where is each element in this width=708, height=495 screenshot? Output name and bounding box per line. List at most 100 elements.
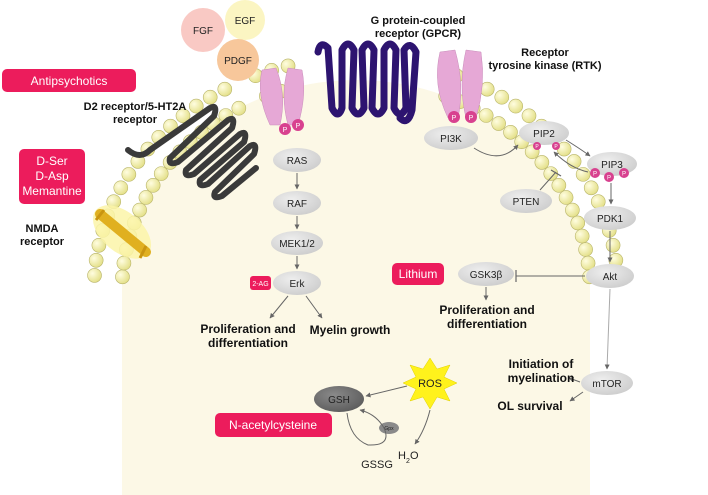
lipid-head bbox=[153, 166, 169, 181]
gpx-node: Gpx bbox=[379, 422, 399, 434]
svg-text:D-Asp: D-Asp bbox=[35, 169, 69, 183]
lipid-head bbox=[491, 116, 506, 131]
pdgf-ligand: PDGF bbox=[217, 39, 259, 81]
twoag-badge: 2-AG bbox=[250, 276, 271, 290]
svg-text:H: H bbox=[398, 450, 406, 462]
lipid-head bbox=[87, 268, 102, 283]
svg-text:PTEN: PTEN bbox=[513, 197, 540, 208]
raf-node: RAF bbox=[273, 191, 321, 215]
lipid-head bbox=[605, 237, 621, 253]
pdgf-label: PDGF bbox=[224, 56, 252, 67]
ol-survival-label: OL survival bbox=[497, 399, 562, 413]
lipid-head bbox=[113, 180, 129, 196]
svg-text:P: P bbox=[593, 172, 597, 178]
prolif-left-line2: differentiation bbox=[208, 336, 288, 350]
phospho-dot bbox=[279, 123, 291, 135]
lipid-head bbox=[558, 190, 574, 205]
mtor-node: mTOR bbox=[581, 371, 633, 395]
svg-text:PDK1: PDK1 bbox=[597, 214, 624, 225]
egf-label: EGF bbox=[235, 16, 256, 27]
rtk-label-line2: tyrosine kinase (RTK) bbox=[488, 60, 601, 72]
prolif-right-line2: differentiation bbox=[447, 317, 527, 331]
lipid-head bbox=[583, 180, 599, 196]
svg-text:P: P bbox=[283, 127, 288, 134]
lipid-head bbox=[175, 108, 191, 124]
svg-text:P: P bbox=[607, 176, 611, 182]
antipsychotics-badge: Antipsychotics bbox=[2, 69, 136, 92]
lipid-head bbox=[88, 252, 104, 268]
svg-text:GSK3β: GSK3β bbox=[470, 270, 503, 281]
lipid-head bbox=[91, 237, 107, 253]
gpcr-receptor bbox=[314, 40, 420, 125]
arrow-mtor-ol bbox=[569, 391, 584, 402]
lipid-head bbox=[534, 155, 550, 170]
phospho-dot bbox=[292, 119, 304, 131]
lithium-badge: Lithium bbox=[392, 263, 444, 285]
arrow-pip3-pip2 bbox=[553, 151, 589, 173]
lipid-head bbox=[217, 81, 233, 97]
lipid-head bbox=[202, 89, 218, 105]
egf-ligand: EGF bbox=[225, 0, 265, 40]
fgf-label: FGF bbox=[193, 26, 213, 37]
gsh-node: GSH bbox=[314, 386, 364, 412]
pi3k-node: PI3K bbox=[424, 126, 478, 150]
ras-node: RAS bbox=[273, 148, 321, 172]
lipid-head bbox=[115, 269, 130, 285]
nmda-drugs-badge: D-Ser D-Asp Memantine bbox=[19, 149, 85, 204]
lipid-head bbox=[565, 202, 580, 218]
gssg-label: GSSG bbox=[361, 459, 393, 471]
svg-text:PIP2: PIP2 bbox=[533, 129, 555, 140]
d2-label-line1: D2 receptor/5-HT2A bbox=[84, 101, 187, 113]
lipid-head bbox=[494, 89, 510, 105]
svg-text:P: P bbox=[622, 172, 626, 178]
prolif-right-line1: Proliferation and bbox=[439, 303, 534, 317]
arrow-erk-prolif bbox=[269, 295, 289, 319]
erk-node: Erk bbox=[273, 271, 321, 295]
lipid-head bbox=[145, 178, 161, 193]
svg-text:P: P bbox=[535, 144, 539, 150]
svg-text:2-AG: 2-AG bbox=[252, 281, 268, 288]
svg-text:Akt: Akt bbox=[603, 272, 618, 283]
pip2-phospho: P P bbox=[533, 142, 560, 150]
arrow-pi3k-pip2 bbox=[473, 144, 519, 157]
lipid-head bbox=[508, 98, 524, 114]
lipid-head bbox=[231, 100, 247, 116]
gpcr-label-line2: receptor (GPCR) bbox=[375, 28, 462, 40]
lipid-head bbox=[478, 108, 494, 123]
lipid-head bbox=[566, 154, 582, 169]
inhibit-pten-bar bbox=[550, 169, 562, 177]
svg-text:PIP3: PIP3 bbox=[601, 160, 623, 171]
svg-text:P: P bbox=[469, 115, 474, 122]
arrow-ros-gsh bbox=[365, 385, 408, 398]
inhibit-pten bbox=[539, 171, 557, 191]
svg-text:Antipsychotics: Antipsychotics bbox=[31, 74, 108, 88]
arrow-akt-mtor bbox=[604, 288, 611, 370]
svg-text:RAS: RAS bbox=[287, 156, 308, 167]
init-myelination-line2: myelination bbox=[508, 371, 575, 385]
pip3-phospho: P P P bbox=[590, 168, 629, 182]
d2-label-line2: receptor bbox=[113, 114, 158, 126]
nmda-label-line1: NMDA bbox=[26, 223, 59, 235]
rtk-left: P P bbox=[260, 67, 305, 135]
prolif-left-line1: Proliferation and bbox=[200, 322, 295, 336]
init-myelination-line1: Initiation of bbox=[509, 357, 575, 371]
svg-text:P: P bbox=[296, 123, 301, 130]
lipid-head bbox=[575, 167, 591, 182]
phospho-dot bbox=[448, 111, 460, 123]
pip2-node: PIP2 bbox=[519, 121, 569, 145]
lipid-head bbox=[188, 98, 204, 114]
svg-text:2: 2 bbox=[406, 458, 410, 465]
lipid-head bbox=[121, 167, 137, 182]
arrow-gsh-cycle bbox=[346, 408, 387, 446]
fgf-ligand: FGF bbox=[181, 8, 225, 52]
ros-burst: ROS bbox=[402, 357, 458, 410]
svg-text:O: O bbox=[410, 450, 419, 462]
phospho-dot bbox=[465, 111, 477, 123]
lipid-head bbox=[503, 124, 518, 140]
gpcr-label-line1: G protein-coupled bbox=[371, 15, 466, 27]
svg-text:mTOR: mTOR bbox=[592, 379, 621, 390]
svg-text:RAF: RAF bbox=[287, 199, 307, 210]
pdk1-node: PDK1 bbox=[584, 206, 636, 230]
